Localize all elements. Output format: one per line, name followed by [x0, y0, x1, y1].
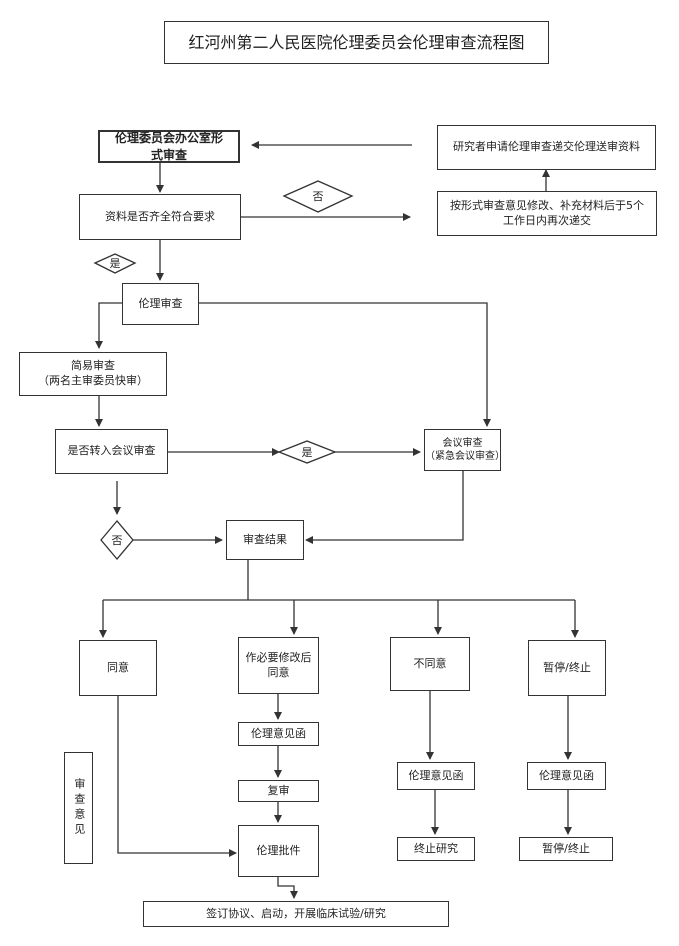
terminate-study-box: 终止研究	[397, 837, 475, 861]
decision-no-1-label: 否	[312, 190, 324, 203]
suspend-box: 暂停/终止	[528, 640, 606, 696]
re-review-box: 复审	[238, 780, 319, 802]
simple-review-box: 简易审查 （两名主审委员快审）	[19, 352, 167, 396]
decision-no-2-label: 否	[111, 534, 123, 547]
review-opinion-box: 审查意见	[64, 752, 93, 864]
agree-box: 同意	[79, 640, 157, 696]
formal-review-box: 伦理委员会办公室形式审查	[98, 130, 240, 163]
submit-materials-box: 研究者申请伦理审查递交伦理送审资料	[437, 125, 656, 170]
decision-no-2-diamond	[100, 519, 134, 561]
decision-no-1-diamond	[282, 180, 354, 213]
modify-agree-box: 作必要修改后同意	[238, 637, 319, 694]
diagram-title: 红河州第二人民医院伦理委员会伦理审查流程图	[164, 21, 549, 64]
decision-yes-2-diamond	[277, 440, 337, 464]
resubmit-box: 按形式审查意见修改、补充材料后于5个工作日内再次递交	[437, 191, 657, 236]
disagree-box: 不同意	[390, 637, 470, 691]
transfer-check-box: 是否转入会议审查	[55, 429, 168, 474]
opinion-letter-2-box: 伦理意见函	[397, 762, 475, 790]
suspend-terminate-box: 暂停/终止	[519, 837, 613, 861]
decision-yes-1-diamond	[93, 253, 137, 274]
meeting-review-box: 会议审查 （紧急会议审查）	[424, 429, 505, 471]
complete-check-box: 资料是否齐全符合要求	[79, 194, 241, 240]
opinion-letter-3-box: 伦理意见函	[527, 762, 606, 790]
ethics-review-box: 伦理审查	[122, 283, 199, 325]
opinion-letter-1-box: 伦理意见函	[238, 722, 319, 746]
approval-box: 伦理批件	[238, 825, 319, 877]
sign-start-box: 签订协议、启动，开展临床试验/研究	[143, 901, 449, 927]
decision-yes-2-label: 是	[301, 446, 313, 459]
review-result-box: 审查结果	[226, 520, 304, 560]
decision-yes-1-label: 是	[109, 257, 121, 270]
